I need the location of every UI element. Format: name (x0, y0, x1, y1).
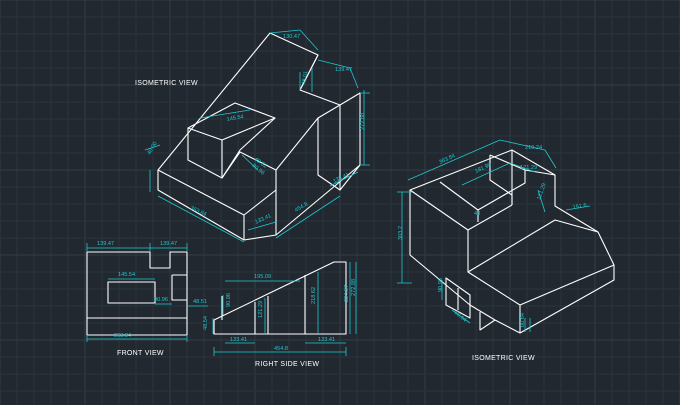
dimension-label: 272.88 (351, 279, 357, 296)
front-view-dimensions (86, 243, 208, 342)
isometric-view-right-title: ISOMETRIC VIEW (472, 355, 535, 362)
dimension-label: 60.64 (453, 310, 468, 324)
dimension-label: 263.84 (114, 333, 131, 339)
dimension-label: 133.41 (318, 337, 335, 343)
right-side-view-dimensions (212, 262, 357, 356)
dimension-label: 48.54 (203, 316, 209, 330)
front-view-title: FRONT VIEW (117, 350, 164, 357)
dimension-label: 133.41 (332, 172, 350, 185)
dimension-label: 145.54 (118, 272, 135, 278)
dimension-label: 90.96 (154, 297, 168, 303)
dimension-label: 151.6 (572, 203, 587, 211)
right-side-view-title: RIGHT SIDE VIEW (255, 361, 319, 368)
dimension-label: 210.24 (525, 145, 542, 151)
isometric-view-left[interactable] (157, 32, 361, 241)
dimension-label: 145.54 (226, 114, 244, 123)
isometric-view-right[interactable] (409, 149, 615, 334)
right-side-view[interactable] (213, 261, 347, 335)
dimension-label: 48 (474, 211, 480, 217)
dimension-label: 40.00 (147, 141, 159, 156)
front-view[interactable] (86, 251, 188, 336)
dimension-label: 139.47 (160, 241, 177, 247)
dimension-label: 90.96 (438, 278, 444, 292)
dimension-label: 224.37 (344, 285, 350, 302)
dimension-label: 363.84 (438, 153, 456, 166)
dimension-label: 121.29 (258, 301, 264, 318)
dimension-label: 454.8 (274, 346, 288, 352)
dimension-label: 133.41 (230, 337, 247, 343)
dimension-label: 218.62 (311, 287, 317, 304)
dimension-label: 139.47 (97, 241, 114, 247)
dimension-label: 130.47 (283, 34, 300, 40)
dimension-label: 195.09 (254, 274, 271, 280)
isometric-view-left-dimensions (144, 29, 370, 243)
dimension-label: 60.64 (520, 313, 526, 327)
dimension-label: 303.2 (398, 226, 404, 240)
isometric-view-title: ISOMETRIC VIEW (135, 80, 198, 87)
dimension-label: 121.29 (536, 183, 547, 201)
dimension-label: 90.96 (226, 293, 232, 307)
isometric-view-right-dimensions (397, 139, 591, 332)
dimension-label: 139.47 (335, 67, 352, 73)
dimension-label: 48.51 (193, 299, 207, 305)
front-view-dimension-labels: 139.47 139.47 145.54 90.96 48.51 263.84 (97, 241, 207, 339)
dimension-label: 454.8 (294, 202, 309, 214)
dimension-label: 48.01 (301, 71, 309, 86)
dimension-label: 121.29 (520, 165, 537, 171)
dimension-label: 272.88 (360, 113, 366, 130)
